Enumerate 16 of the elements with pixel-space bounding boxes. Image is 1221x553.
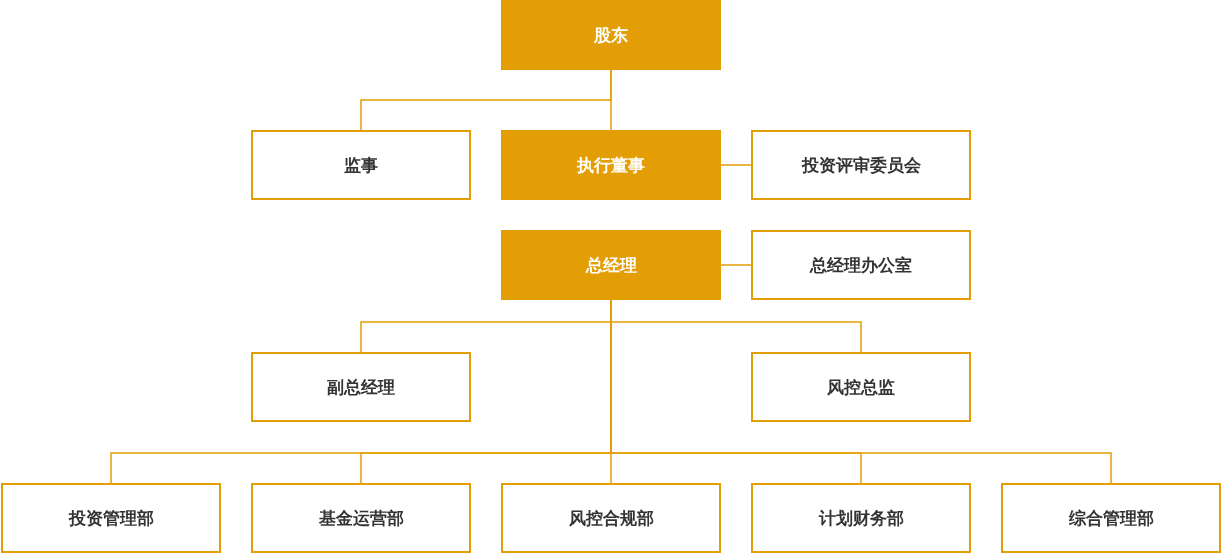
org-box: 监事 [251,130,471,200]
org-box: 总经理 [501,230,721,300]
connector-line [720,264,752,266]
org-box: 投资管理部 [1,483,221,553]
org-box: 综合管理部 [1001,483,1221,553]
connector-line [720,164,752,166]
org-box: 股东 [501,0,721,70]
org-box: 总经理办公室 [751,230,971,300]
org-box: 风控合规部 [501,483,721,553]
org-box: 风控总监 [751,352,971,422]
connector-line [610,69,612,131]
org-box: 计划财务部 [751,483,971,553]
org-box: 投资评审委员会 [751,130,971,200]
org-box: 副总经理 [251,352,471,422]
org-box: 执行董事 [501,130,721,200]
org-box: 基金运营部 [251,483,471,553]
